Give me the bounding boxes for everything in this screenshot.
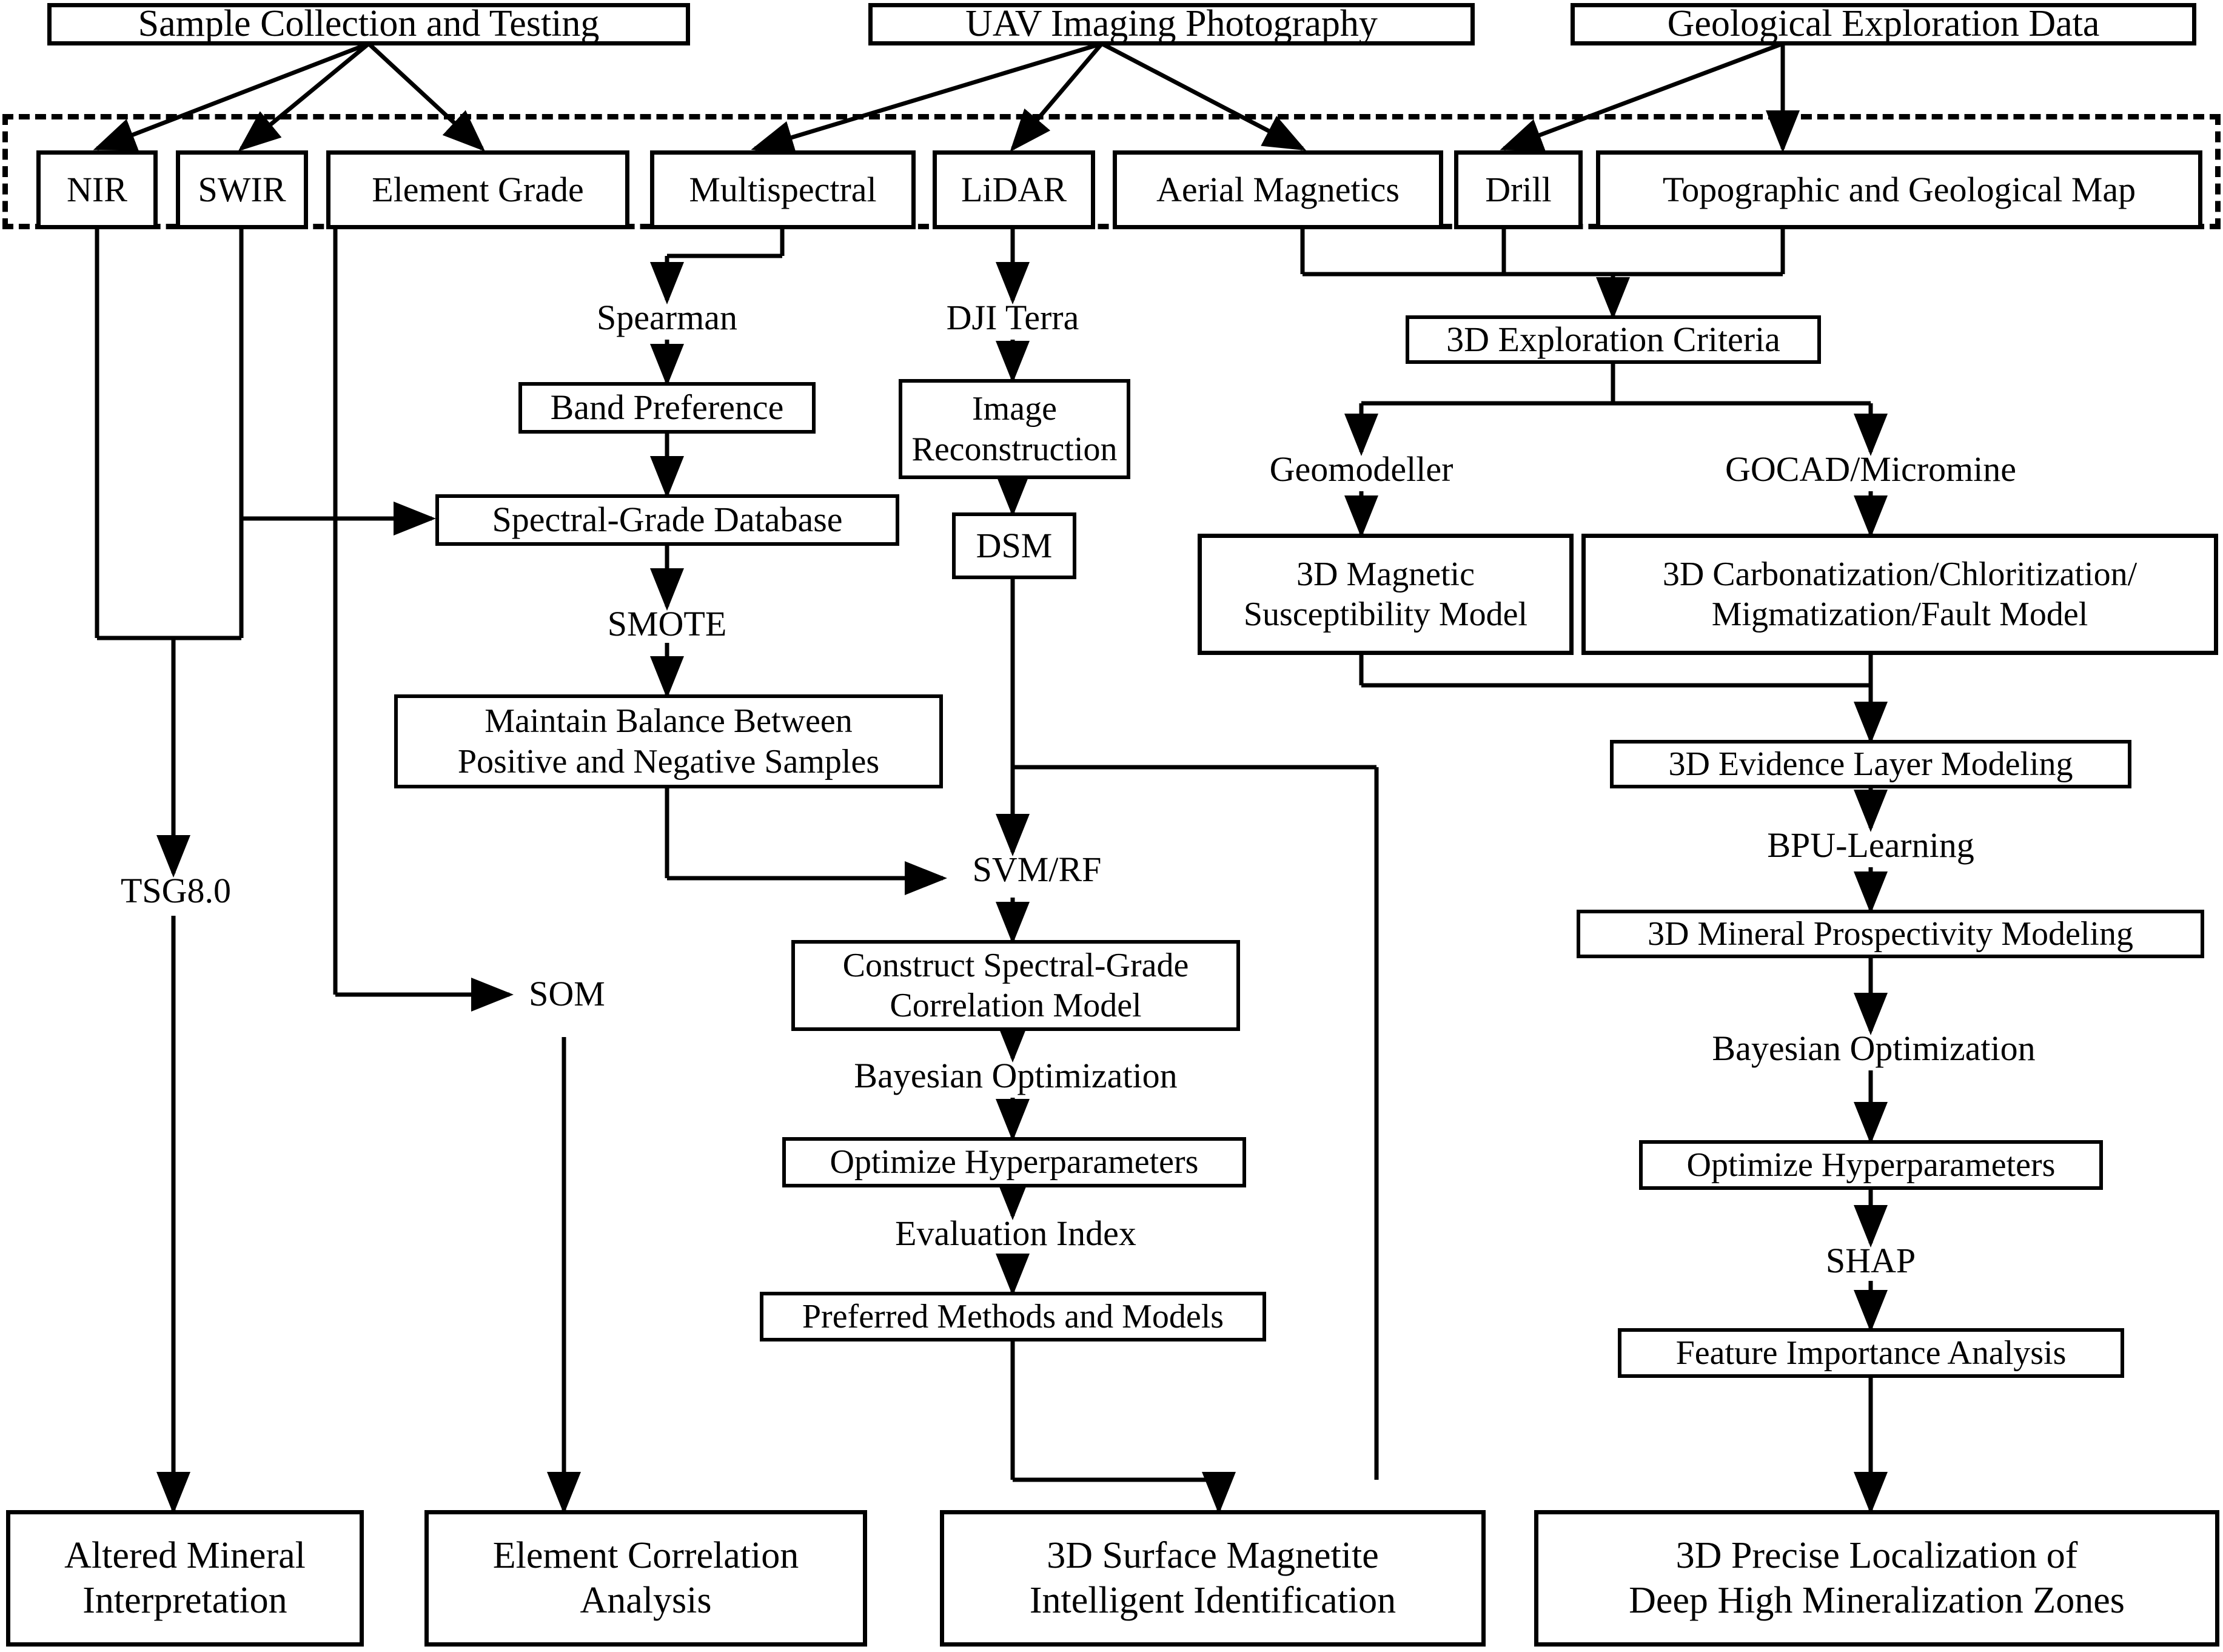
- method-label-bpu-learning: BPU-Learning: [1767, 825, 1974, 865]
- data-box-swir[interactable]: SWIR: [176, 150, 308, 229]
- process-box-exploration-criteria[interactable]: 3D Exploration Criteria: [1406, 315, 1821, 364]
- output-label-surface-magnetite: 3D Surface Magnetite Intelligent Identif…: [1029, 1535, 1396, 1621]
- process-label-carbonatization-model: 3D Carbonatization/Chloritization/ Migma…: [1662, 555, 2138, 633]
- data-label-multispectral: Multispectral: [689, 169, 877, 209]
- source-label-uav: UAV Imaging Photography: [965, 3, 1378, 45]
- data-box-nir[interactable]: NIR: [36, 150, 158, 229]
- source-box-geological-exploration[interactable]: Geological Exploration Data: [1571, 3, 2196, 45]
- method-label-spearman: Spearman: [597, 298, 737, 337]
- process-label-image-reconstruction: Image Reconstruction: [911, 390, 1118, 468]
- method-label-shap: SHAP: [1825, 1241, 1916, 1280]
- method-label-gocad: GOCAD/Micromine: [1725, 449, 2017, 489]
- method-label-bayesian-left: Bayesian Optimization: [854, 1056, 1178, 1095]
- data-box-drill[interactable]: Drill: [1454, 150, 1583, 229]
- data-box-aerial-magnetics[interactable]: Aerial Magnetics: [1113, 150, 1443, 229]
- process-box-preferred-methods[interactable]: Preferred Methods and Models: [760, 1292, 1266, 1341]
- method-label-dji-terra: DJI Terra: [946, 298, 1079, 337]
- process-label-construct-correlation: Construct Spectral-Grade Correlation Mod…: [842, 946, 1189, 1024]
- data-label-nir: NIR: [67, 169, 127, 209]
- process-label-preferred-methods: Preferred Methods and Models: [802, 1297, 1224, 1335]
- process-label-spectral-grade-database: Spectral-Grade Database: [492, 500, 843, 540]
- process-box-construct-correlation[interactable]: Construct Spectral-Grade Correlation Mod…: [791, 940, 1240, 1031]
- source-label-sample: Sample Collection and Testing: [138, 3, 600, 45]
- method-label-evaluation-index: Evaluation Index: [895, 1214, 1136, 1253]
- method-label-som: SOM: [529, 974, 605, 1013]
- process-box-optimize-hyper-right[interactable]: Optimize Hyperparameters: [1639, 1140, 2103, 1190]
- method-label-svm-rf: SVM/RF: [972, 850, 1102, 889]
- process-label-evidence-layer: 3D Evidence Layer Modeling: [1668, 745, 2073, 783]
- data-label-lidar: LiDAR: [961, 169, 1067, 209]
- process-box-evidence-layer[interactable]: 3D Evidence Layer Modeling: [1610, 740, 2131, 788]
- output-label-element-correlation: Element Correlation Analysis: [492, 1535, 799, 1621]
- data-box-lidar[interactable]: LiDAR: [933, 150, 1095, 229]
- process-box-feature-importance[interactable]: Feature Importance Analysis: [1618, 1328, 2124, 1378]
- process-box-magnetic-susceptibility-model[interactable]: 3D Magnetic Susceptibility Model: [1198, 534, 1574, 655]
- data-label-swir: SWIR: [198, 169, 286, 209]
- output-box-surface-magnetite[interactable]: 3D Surface Magnetite Intelligent Identif…: [940, 1510, 1486, 1647]
- process-box-band-preference[interactable]: Band Preference: [518, 382, 816, 434]
- process-label-exploration-criteria: 3D Exploration Criteria: [1446, 319, 1780, 359]
- data-box-element-grade[interactable]: Element Grade: [326, 150, 629, 229]
- process-box-optimize-hyper-left[interactable]: Optimize Hyperparameters: [782, 1137, 1246, 1187]
- process-box-image-reconstruction[interactable]: Image Reconstruction: [899, 379, 1130, 479]
- process-box-maintain-balance[interactable]: Maintain Balance Between Positive and Ne…: [394, 694, 943, 788]
- data-label-element-grade: Element Grade: [372, 169, 584, 209]
- output-box-deep-zones[interactable]: 3D Precise Localization of Deep High Min…: [1534, 1510, 2219, 1647]
- data-box-multispectral[interactable]: Multispectral: [650, 150, 916, 229]
- process-label-maintain-balance: Maintain Balance Between Positive and Ne…: [457, 702, 880, 781]
- method-label-bayesian-right: Bayesian Optimization: [1712, 1029, 2036, 1068]
- data-label-drill: Drill: [1485, 169, 1552, 209]
- process-box-prospectivity-modeling[interactable]: 3D Mineral Prospectivity Modeling: [1577, 910, 2204, 958]
- data-label-topographic-map: Topographic and Geological Map: [1662, 169, 2136, 209]
- process-box-carbonatization-model[interactable]: 3D Carbonatization/Chloritization/ Migma…: [1581, 534, 2218, 655]
- output-box-element-correlation[interactable]: Element Correlation Analysis: [424, 1510, 867, 1647]
- output-box-altered-mineral[interactable]: Altered Mineral Interpretation: [6, 1510, 364, 1647]
- method-label-tsg: TSG8.0: [120, 871, 232, 910]
- data-label-aerial-magnetics: Aerial Magnetics: [1156, 169, 1400, 209]
- output-label-altered-mineral: Altered Mineral Interpretation: [64, 1535, 306, 1621]
- process-label-magnetic-susceptibility-model: 3D Magnetic Susceptibility Model: [1243, 555, 1528, 633]
- process-label-prospectivity-modeling: 3D Mineral Prospectivity Modeling: [1647, 915, 2133, 953]
- data-box-topographic-map[interactable]: Topographic and Geological Map: [1596, 150, 2202, 229]
- process-label-optimize-hyper-left: Optimize Hyperparameters: [830, 1143, 1199, 1181]
- process-label-feature-importance: Feature Importance Analysis: [1675, 1334, 2067, 1372]
- source-label-geo: Geological Exploration Data: [1667, 3, 2100, 45]
- source-box-sample-collection[interactable]: Sample Collection and Testing: [47, 3, 690, 45]
- process-label-band-preference: Band Preference: [550, 388, 784, 428]
- method-label-geomodeller: Geomodeller: [1269, 449, 1454, 489]
- process-box-dsm[interactable]: DSM: [952, 512, 1076, 579]
- process-label-dsm: DSM: [976, 525, 1053, 565]
- method-label-smote: SMOTE: [607, 604, 727, 643]
- output-label-deep-zones: 3D Precise Localization of Deep High Min…: [1629, 1535, 2125, 1621]
- process-label-optimize-hyper-right: Optimize Hyperparameters: [1686, 1146, 2056, 1184]
- process-box-spectral-grade-database[interactable]: Spectral-Grade Database: [435, 494, 899, 546]
- source-box-uav-imaging[interactable]: UAV Imaging Photography: [868, 3, 1475, 45]
